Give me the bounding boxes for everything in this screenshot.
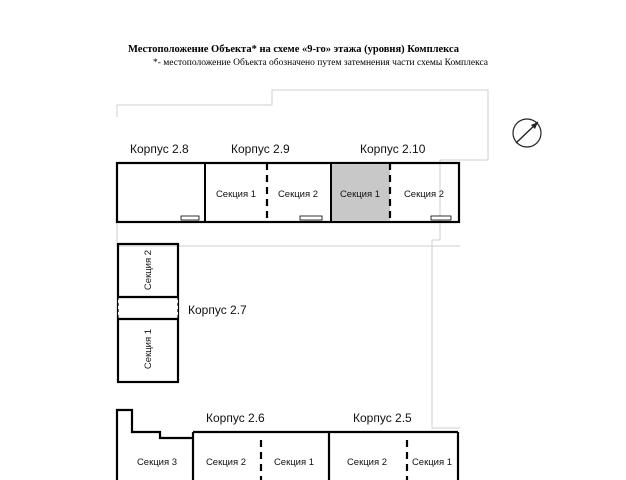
site-outline: [116, 89, 489, 429]
building-label-2-7: Корпус 2.7: [188, 303, 247, 317]
building-label-2-8: Корпус 2.8: [130, 142, 189, 156]
page-title: Местоположение Объекта* на схеме «9-го» …: [128, 44, 459, 55]
building-row-top: [115, 161, 461, 224]
section-label: Секция 1: [412, 457, 452, 468]
section-label: Секция 2: [404, 189, 444, 200]
building-label-2-5: Корпус 2.5: [353, 411, 412, 425]
page-note: *- местоположение Объекта обозначено пут…: [153, 58, 489, 68]
section-label: Секция 2: [143, 250, 154, 290]
building-label-2-6: Корпус 2.6: [206, 411, 265, 425]
section-label: Секция 2: [347, 457, 387, 468]
section-label-highlighted: Секция 1: [340, 189, 380, 200]
section-label: Секция 2: [206, 457, 246, 468]
building-row-bottom: [115, 408, 460, 480]
section-label: Секция 1: [274, 457, 314, 468]
building-b27: [116, 242, 180, 384]
north-arrow-icon: [512, 118, 542, 148]
building-label-2-9: Корпус 2.9: [231, 142, 290, 156]
section-label: Секция 3: [137, 457, 177, 468]
highlighted-section[interactable]: [331, 164, 390, 221]
section-label: Секция 1: [216, 189, 256, 200]
building-label-2-10: Корпус 2.10: [360, 142, 426, 156]
section-label: Секция 1: [143, 329, 154, 369]
section-label: Секция 2: [278, 189, 318, 200]
